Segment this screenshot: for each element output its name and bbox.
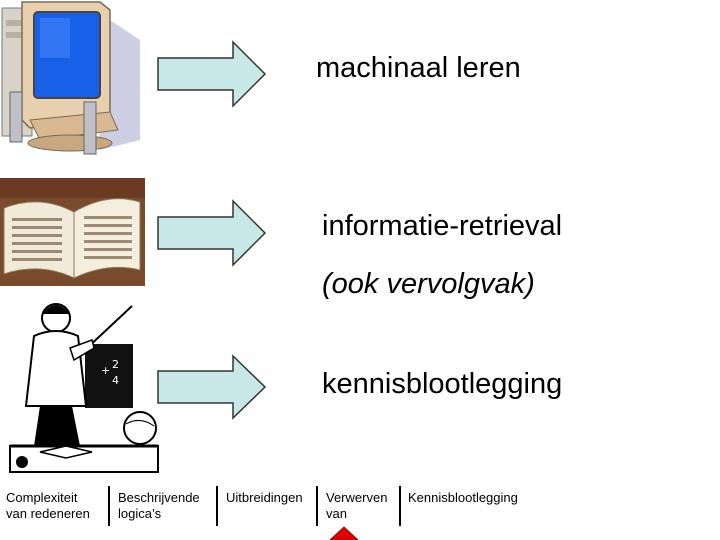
nav-divider [216, 486, 218, 526]
row-label-informatie-retrieval: informatie-retrieval [322, 210, 563, 242]
nav-divider [316, 486, 318, 526]
nav-item-kennisblootlegging[interactable]: Kennisblootlegging [408, 490, 518, 506]
nav-item-line: Complexiteit [6, 490, 78, 505]
triangle-up-icon [329, 526, 359, 540]
nav-item-uitbreidingen[interactable]: Uitbreidingen [226, 490, 303, 506]
arrow-right-icon [157, 40, 267, 108]
nav-item-verwerven-van[interactable]: Verwerven van [326, 490, 387, 522]
nav-item-line: Kennisblootlegging [408, 490, 518, 505]
nav-divider [108, 486, 110, 526]
nav-item-complexiteit[interactable]: Complexiteit van redeneren [6, 490, 90, 522]
bottom-navigation: Complexiteit van redeneren Beschrijvende… [0, 486, 720, 540]
teacher-image: 2 + 4 [0, 296, 165, 476]
arrow-right-icon [157, 354, 267, 420]
nav-divider [399, 486, 401, 526]
svg-text:+: + [101, 364, 110, 377]
computer-image [0, 0, 145, 158]
nav-item-line: van [326, 506, 347, 521]
row-label-kennisblootlegging: kennisblootlegging [322, 368, 563, 400]
svg-text:4: 4 [112, 374, 119, 387]
nav-item-line: van redeneren [6, 506, 90, 521]
nav-item-line: Beschrijvende [118, 490, 200, 505]
book-image [0, 178, 145, 286]
arrow-right-icon [157, 199, 267, 267]
nav-item-line: logica’s [118, 506, 162, 521]
nav-item-line: Uitbreidingen [226, 490, 303, 505]
teacher-icon: 2 + 4 [0, 296, 165, 476]
row-sublabel-vervolgvak: (ook vervolgvak) [322, 268, 535, 300]
row-label-machinaal-leren: machinaal leren [316, 52, 521, 84]
nav-item-beschrijvende-logicas[interactable]: Beschrijvende logica’s [118, 490, 200, 522]
computer-icon [0, 0, 145, 158]
nav-item-line: Verwerven [326, 490, 388, 505]
svg-text:2: 2 [112, 358, 119, 371]
open-book-icon [0, 178, 145, 286]
